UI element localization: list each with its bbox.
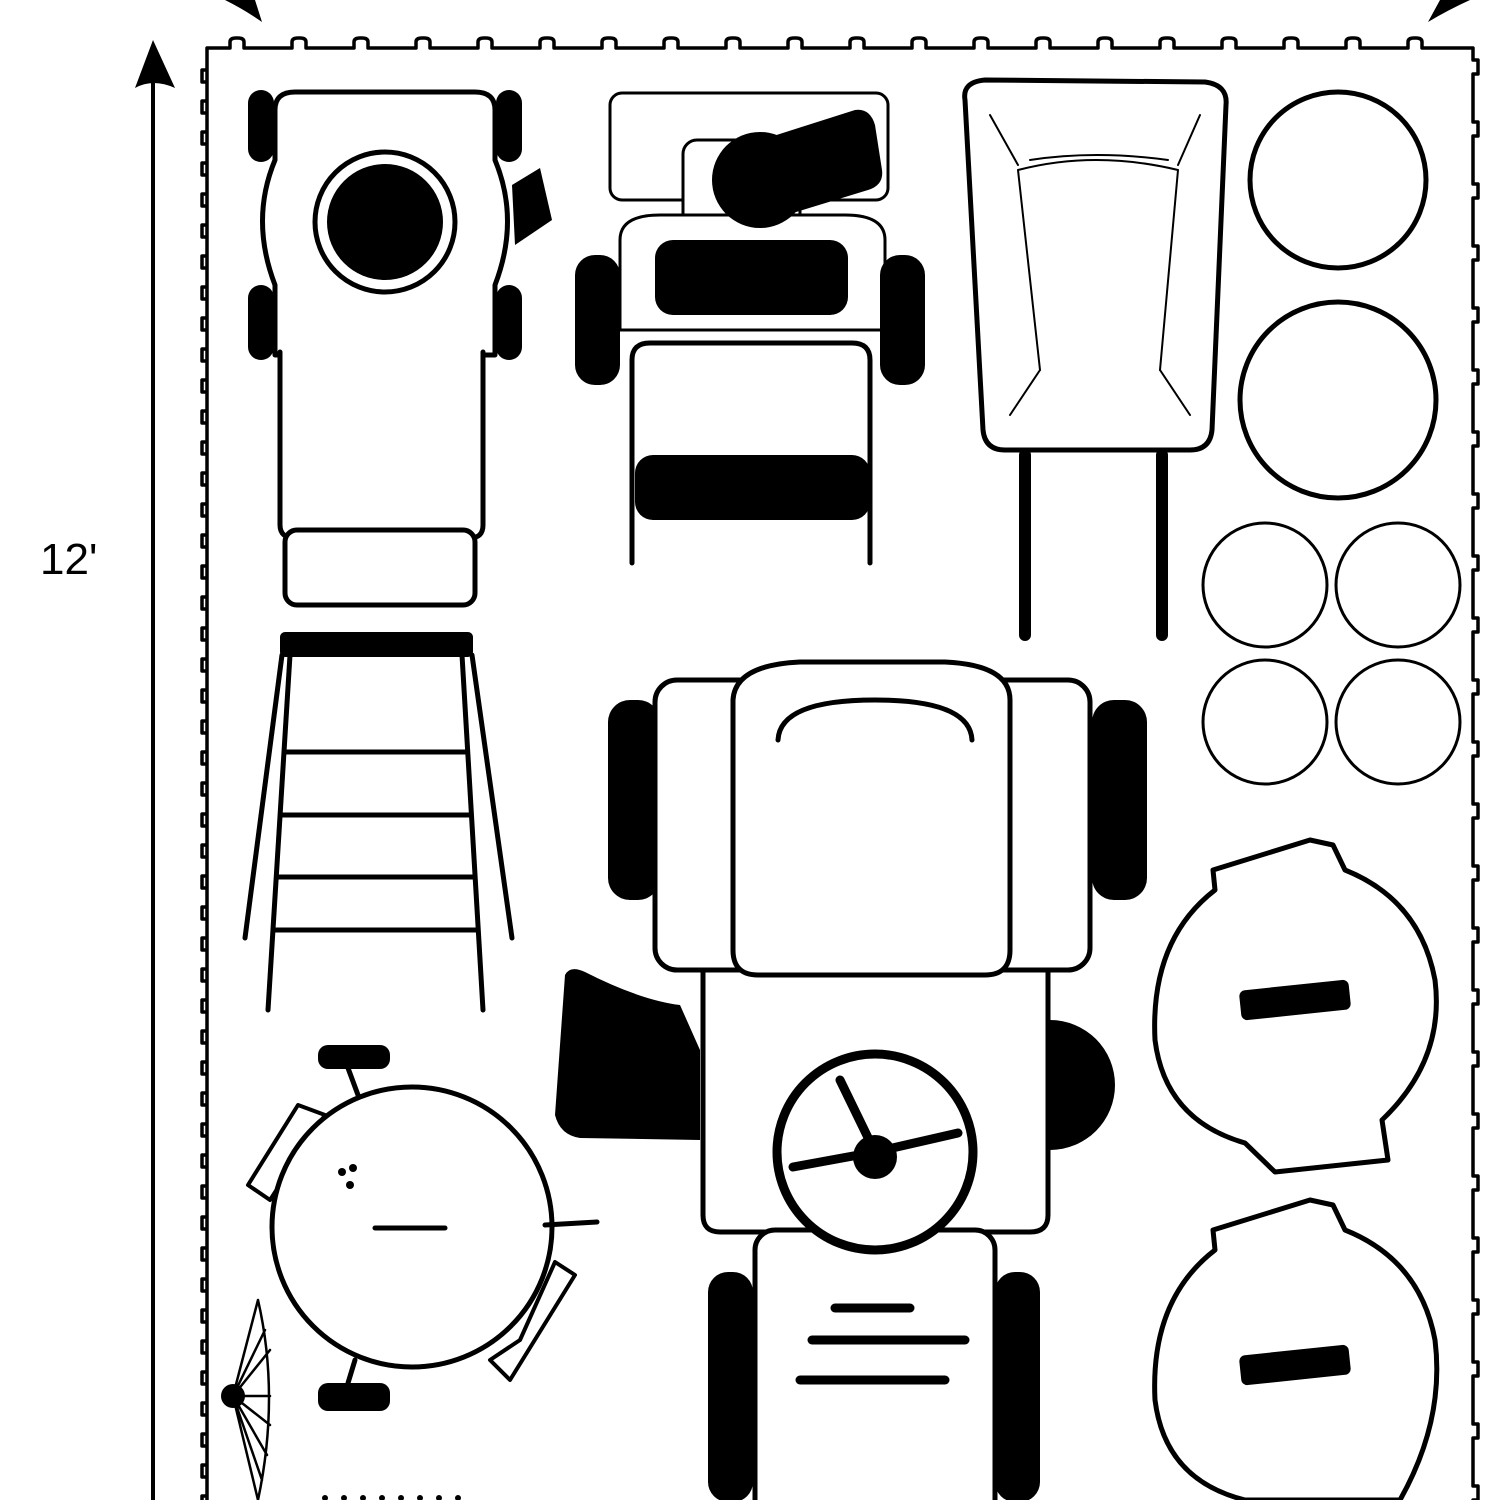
dot (398, 1495, 404, 1500)
dot (322, 1495, 328, 1500)
wheelbarrow (962, 77, 1229, 641)
leaf-rake (221, 1298, 272, 1500)
step-ladder (242, 632, 515, 1013)
lawn-mower (248, 89, 552, 608)
snow-blower (575, 91, 925, 566)
riding-tractor (555, 659, 1147, 1500)
dotted-line (322, 1495, 461, 1500)
kettle-grill (246, 1045, 600, 1411)
round-containers (1201, 89, 1462, 786)
dimension-label: 12' (40, 535, 98, 584)
dot (360, 1495, 366, 1500)
dot (436, 1495, 442, 1500)
grill-lid-1 (1152, 837, 1439, 1175)
wall-outline (200, 36, 1480, 1500)
dot (455, 1495, 461, 1500)
dot (417, 1495, 423, 1500)
dot (341, 1495, 347, 1500)
dot (379, 1495, 385, 1500)
grill-lid-2 (1152, 1197, 1440, 1500)
dimension-arrow (135, 0, 1470, 1500)
